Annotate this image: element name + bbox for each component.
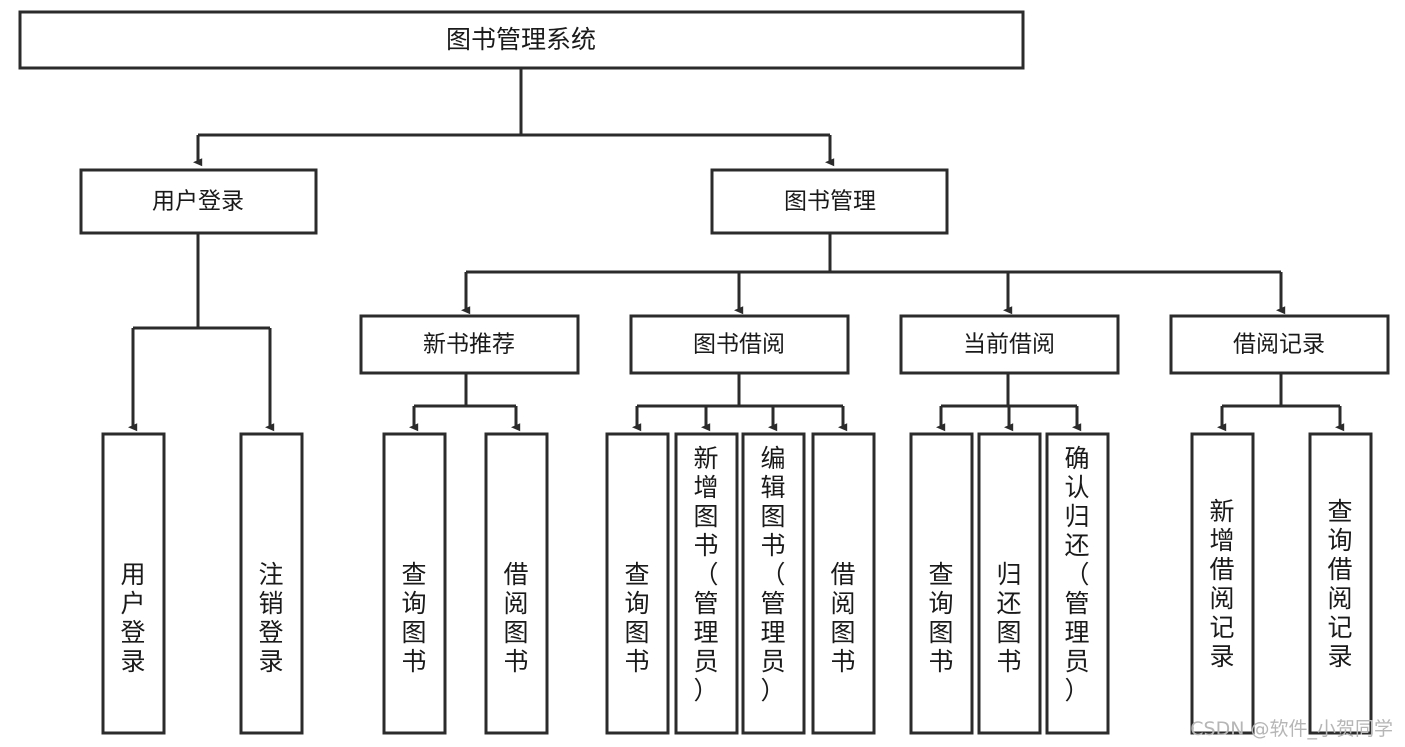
leaf-node-edit-book-label: 编辑图书（管理员） bbox=[760, 444, 785, 705]
leaf-node-borrow-book-2-box[interactable] bbox=[811, 432, 876, 735]
leaf-node-query-record-box[interactable] bbox=[1308, 432, 1373, 735]
node-current-borrow-box[interactable] bbox=[899, 314, 1120, 375]
leaf-node-borrow-book-1-label: 借阅图书 bbox=[503, 560, 528, 676]
node-book-manage-box[interactable] bbox=[710, 168, 949, 235]
node-new-book-recommend-label: 新书推荐 bbox=[423, 332, 515, 358]
leaf-node-user-login[interactable]: 用户登录 bbox=[101, 432, 166, 735]
leaf-node-query-record[interactable]: 查询借阅记录 bbox=[1308, 432, 1373, 735]
leaf-node-query-book-3-box[interactable] bbox=[909, 432, 974, 735]
leaf-node-query-book-1-box[interactable] bbox=[382, 432, 447, 735]
node-borrow-record-box[interactable] bbox=[1169, 314, 1390, 375]
leaf-node-user-logout-box[interactable] bbox=[239, 432, 304, 735]
node-root[interactable]: 图书管理系统 bbox=[18, 10, 1025, 70]
node-root-label: 图书管理系统 bbox=[446, 25, 596, 54]
node-root-box[interactable] bbox=[18, 10, 1025, 70]
node-current-borrow-label: 当前借阅 bbox=[963, 332, 1055, 358]
node-user-login-label: 用户登录 bbox=[152, 189, 244, 215]
leaf-node-user-logout[interactable]: 注销登录 bbox=[239, 432, 304, 735]
leaf-node-query-book-1[interactable]: 查询图书 bbox=[382, 432, 447, 735]
leaf-node-query-book-3[interactable]: 查询图书 bbox=[909, 432, 974, 735]
node-book-borrow-box[interactable] bbox=[629, 314, 850, 375]
leaf-node-confirm-return-label: 确认归还（管理员） bbox=[1064, 444, 1089, 705]
leaf-node-query-book-2-box[interactable] bbox=[605, 432, 670, 735]
leaf-node-borrow-book-2-label: 借阅图书 bbox=[830, 560, 855, 676]
connectors bbox=[127, 68, 1345, 432]
leaf-node-confirm-return-box[interactable] bbox=[1045, 432, 1110, 735]
leaf-node-user-login-label: 用户登录 bbox=[120, 560, 145, 676]
leaf-node-query-book-3-label: 查询图书 bbox=[928, 560, 953, 676]
node-user-login-box[interactable] bbox=[79, 168, 318, 235]
leaf-node-borrow-book-1[interactable]: 借阅图书 bbox=[484, 432, 549, 735]
leaf-node-user-logout-label: 注销登录 bbox=[258, 560, 283, 676]
node-borrow-record[interactable]: 借阅记录 bbox=[1169, 314, 1390, 375]
leaf-node-edit-book[interactable]: 编辑图书（管理员） bbox=[741, 432, 806, 735]
leaf-node-add-record-label: 新增借阅记录 bbox=[1209, 497, 1234, 671]
node-new-book-recommend[interactable]: 新书推荐 bbox=[359, 314, 580, 375]
node-book-manage-label: 图书管理 bbox=[784, 189, 876, 215]
leaf-node-user-login-box[interactable] bbox=[101, 432, 166, 735]
leaf-node-add-book-label: 新增图书（管理员） bbox=[693, 444, 718, 705]
node-book-borrow-label: 图书借阅 bbox=[693, 332, 785, 358]
leaf-node-query-book-1-label: 查询图书 bbox=[401, 560, 426, 676]
leaf-node-return-book[interactable]: 归还图书 bbox=[977, 432, 1042, 735]
leaf-node-edit-book-box[interactable] bbox=[741, 432, 806, 735]
leaf-node-borrow-book-1-box[interactable] bbox=[484, 432, 549, 735]
leaf-node-return-book-box[interactable] bbox=[977, 432, 1042, 735]
node-user-login[interactable]: 用户登录 bbox=[79, 168, 318, 235]
leaf-node-add-book[interactable]: 新增图书（管理员） bbox=[674, 432, 739, 735]
leaf-node-borrow-book-2[interactable]: 借阅图书 bbox=[811, 432, 876, 735]
node-book-manage[interactable]: 图书管理 bbox=[710, 168, 949, 235]
leaf-node-add-record[interactable]: 新增借阅记录 bbox=[1190, 432, 1255, 735]
leaf-node-query-book-2-label: 查询图书 bbox=[624, 560, 649, 676]
leaf-node-return-book-label: 归还图书 bbox=[996, 560, 1021, 676]
leaf-node-add-book-box[interactable] bbox=[674, 432, 739, 735]
node-current-borrow[interactable]: 当前借阅 bbox=[899, 314, 1120, 375]
node-borrow-record-label: 借阅记录 bbox=[1233, 332, 1325, 358]
leaf-node-confirm-return[interactable]: 确认归还（管理员） bbox=[1045, 432, 1110, 735]
leaf-node-query-book-2[interactable]: 查询图书 bbox=[605, 432, 670, 735]
node-book-borrow[interactable]: 图书借阅 bbox=[629, 314, 850, 375]
node-new-book-recommend-box[interactable] bbox=[359, 314, 580, 375]
leaf-node-add-record-box[interactable] bbox=[1190, 432, 1255, 735]
leaf-nodes: 用户登录 注销登录 查询图书 借阅图书 查询图书 新增图书 bbox=[101, 432, 1373, 735]
leaf-node-query-record-label: 查询借阅记录 bbox=[1327, 497, 1352, 671]
